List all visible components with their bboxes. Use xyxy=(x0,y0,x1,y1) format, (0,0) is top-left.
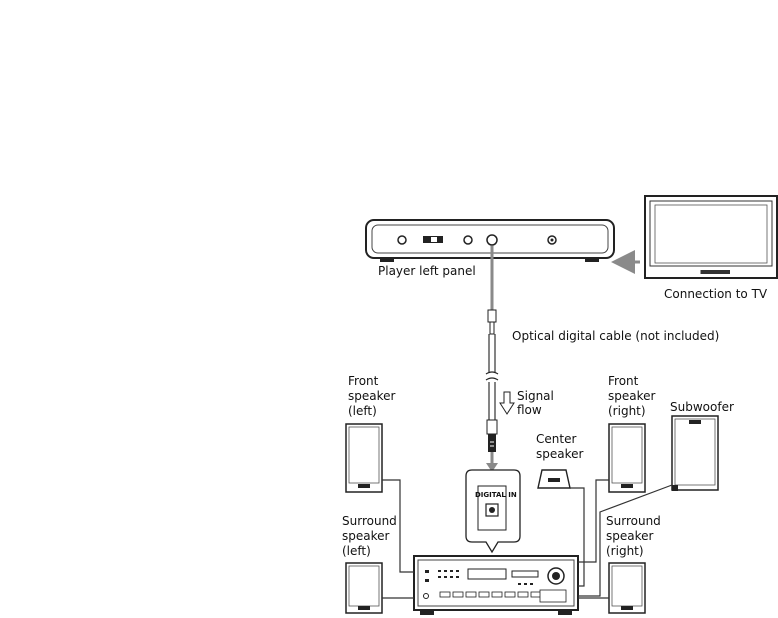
center-label: Center speaker xyxy=(536,432,584,461)
av-receiver xyxy=(413,555,579,615)
digital-in-label: DIGITAL IN xyxy=(475,491,517,499)
surround-right-label: Surround speaker (right) xyxy=(606,514,661,558)
digital-in-callout xyxy=(465,469,521,554)
surround-left-speaker xyxy=(345,562,383,614)
surround-left-label: Surround speaker (left) xyxy=(342,514,397,558)
svg-text:speaker: speaker xyxy=(608,389,656,403)
svg-text:speaker: speaker xyxy=(606,529,654,543)
svg-text:speaker: speaker xyxy=(342,529,390,543)
svg-text:Center: Center xyxy=(536,432,576,446)
svg-text:Surround: Surround xyxy=(606,514,661,528)
svg-text:speaker: speaker xyxy=(348,389,396,403)
front-right-speaker xyxy=(608,423,646,493)
front-left-speaker xyxy=(345,423,383,493)
svg-text:speaker: speaker xyxy=(536,447,584,461)
speaker-wires xyxy=(382,479,673,599)
subwoofer-label: Subwoofer xyxy=(670,400,734,414)
svg-text:(left): (left) xyxy=(348,404,377,418)
optical-cable xyxy=(485,246,499,472)
player-left-panel-label: Player left panel xyxy=(378,264,476,278)
svg-text:(right): (right) xyxy=(608,404,646,418)
front-left-label: Front speaker (left) xyxy=(348,374,396,418)
tv xyxy=(644,195,778,279)
center-speaker xyxy=(537,469,571,489)
signal-flow-arrow xyxy=(499,391,515,415)
subwoofer-speaker xyxy=(671,415,719,491)
svg-text:(left): (left) xyxy=(342,544,371,558)
svg-text:Front: Front xyxy=(348,374,379,388)
svg-text:Surround: Surround xyxy=(342,514,397,528)
front-right-label: Front speaker (right) xyxy=(608,374,656,418)
signal-flow-label-1: Signal xyxy=(517,389,554,403)
svg-text:Front: Front xyxy=(608,374,639,388)
player xyxy=(365,219,615,262)
svg-text:(right): (right) xyxy=(606,544,644,558)
signal-flow-label-2: flow xyxy=(517,403,542,417)
surround-right-speaker xyxy=(608,562,646,614)
optical-cable-label: Optical digital cable (not included) xyxy=(512,329,719,343)
connection-to-tv-label: Connection to TV xyxy=(664,287,768,301)
